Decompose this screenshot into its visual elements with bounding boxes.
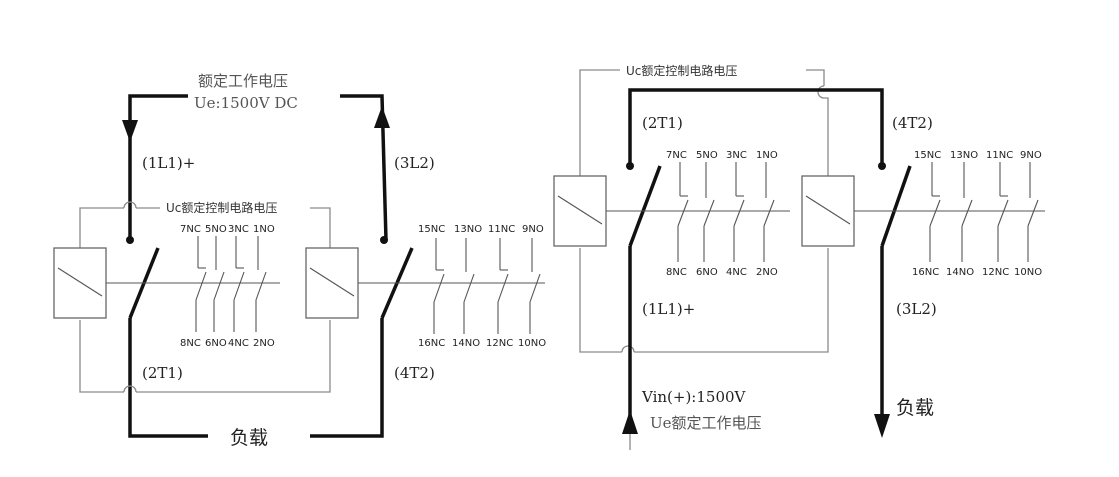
right-aux1-bottom-3: 4NC	[726, 267, 747, 278]
left-aux1-bottom-2: 6NO	[205, 338, 227, 349]
left-arrow-down	[122, 120, 138, 142]
right-aux-contacts-1	[677, 162, 775, 262]
left-aux-contacts-1	[195, 236, 267, 332]
left-contact-dot-1	[126, 236, 134, 244]
right-aux2-top-4: 9NO	[1020, 150, 1042, 161]
right-coil-1	[553, 175, 607, 247]
left-aux2-top-4: 9NO	[522, 224, 544, 235]
right-vin-label: Vin(+):1500V	[641, 388, 747, 406]
right-aux2-bottom-4: 10NO	[1014, 267, 1042, 278]
right-aux2-bottom-3: 12NC	[982, 267, 1009, 278]
left-aux1-bottom-1: 8NC	[180, 338, 201, 349]
right-coil-2	[801, 175, 855, 247]
left-label-l2: (3L2)	[394, 154, 435, 172]
left-aux1-bottom-3: 4NC	[228, 338, 249, 349]
right-aux2-bottom-2: 14NO	[946, 267, 974, 278]
right-aux-contacts-2	[929, 162, 1039, 262]
left-main-line-in	[128, 94, 188, 240]
left-rated-voltage-value: Ue:1500V DC	[194, 94, 298, 112]
left-aux2-top-1: 15NC	[418, 224, 445, 235]
left-label-t1: (2T1)	[142, 364, 183, 382]
left-label-t2: (4T2)	[394, 364, 435, 382]
left-load-line-1	[128, 318, 208, 438]
left-load-line-2	[310, 318, 384, 438]
left-coil-2	[305, 247, 359, 319]
left-aux1-top-1: 7NC	[180, 224, 201, 235]
right-diagram: Uc额定控制电路电压 (2T1) (4T2) (1L1)+ (3L2) Vin(…	[553, 63, 1045, 450]
left-aux1-top-4: 1NO	[253, 224, 275, 235]
left-rated-voltage-title: 额定工作电压	[198, 72, 288, 90]
right-main-line-top	[628, 88, 884, 164]
right-aux1-bottom-2: 6NO	[696, 267, 718, 278]
left-crossover-top	[123, 201, 137, 209]
left-aux2-top-3: 11NC	[488, 224, 515, 235]
left-arrow-up	[374, 106, 390, 128]
left-crossover-bottom	[123, 385, 137, 393]
left-aux-contacts-2	[433, 238, 541, 334]
right-aux1-top-3: 3NC	[726, 150, 747, 161]
right-label-t1: (2T1)	[642, 114, 683, 132]
right-contact-dot-1	[626, 162, 634, 170]
right-aux1-bottom-4: 2NO	[756, 267, 778, 278]
right-label-t2: (4T2)	[892, 114, 933, 132]
right-crossover-top	[817, 85, 825, 99]
right-aux2-top-1: 15NC	[914, 150, 941, 161]
left-diagram: 额定工作电压 Ue:1500V DC (1L1)+ (3L2) Uc额定控制电路…	[53, 72, 546, 449]
left-aux2-bottom-4: 10NO	[518, 338, 546, 349]
right-aux1-top-4: 1NO	[756, 150, 778, 161]
right-aux2-bottom-1: 16NC	[912, 267, 939, 278]
left-control-voltage-label: Uc额定控制电路电压	[166, 200, 277, 215]
left-aux1-top-2: 5NO	[205, 224, 227, 235]
right-aux2-top-3: 11NC	[986, 150, 1013, 161]
right-label-l1: (1L1)+	[642, 300, 695, 318]
right-arrow-up	[622, 410, 638, 434]
left-main-line-out	[340, 94, 388, 241]
right-control-voltage-label: Uc额定控制电路电压	[626, 63, 737, 78]
right-load-label: 负载	[896, 397, 934, 419]
left-aux2-bottom-2: 14NO	[452, 338, 480, 349]
left-aux2-top-2: 13NO	[454, 224, 482, 235]
left-aux2-bottom-1: 16NC	[418, 338, 445, 349]
right-main-switch-2	[880, 165, 912, 247]
left-label-l1: (1L1)+	[142, 154, 195, 172]
left-load-label: 负载	[230, 427, 268, 449]
right-aux1-bottom-1: 8NC	[666, 267, 687, 278]
right-arrow-down	[874, 414, 890, 438]
right-control-circuit-top	[579, 69, 620, 176]
right-crossover-bottom	[621, 345, 635, 353]
left-aux1-bottom-4: 2NO	[253, 338, 275, 349]
left-aux2-bottom-3: 12NC	[486, 338, 513, 349]
right-label-l2: (3L2)	[896, 300, 937, 318]
right-contact-dot-2	[878, 162, 886, 170]
left-control-circuit	[79, 207, 124, 248]
right-aux1-top-1: 7NC	[666, 150, 687, 161]
left-aux1-top-3: 3NC	[228, 224, 249, 235]
right-rated-voltage-label: Ue额定工作电压	[650, 414, 762, 432]
right-aux2-top-2: 13NO	[950, 150, 978, 161]
right-main-switch-1	[628, 165, 662, 247]
left-contact-dot-2	[380, 236, 388, 244]
left-coil-1	[53, 247, 107, 319]
right-aux1-top-2: 5NO	[696, 150, 718, 161]
